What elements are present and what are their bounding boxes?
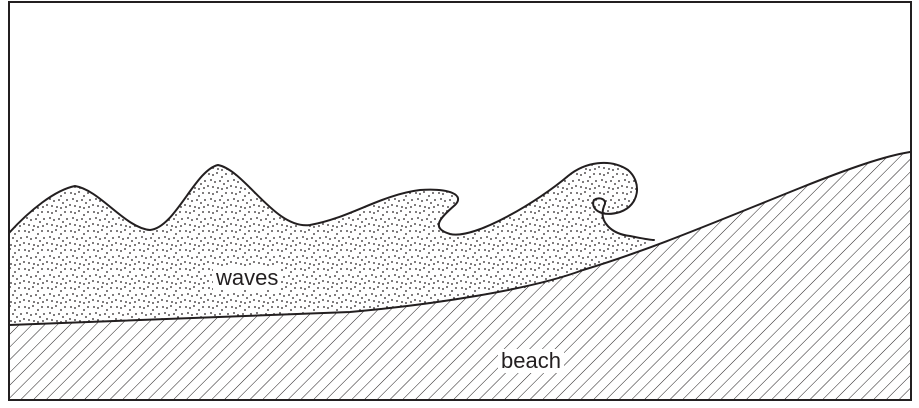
beach-label: beach: [498, 349, 564, 373]
waves-label: waves: [213, 266, 281, 290]
